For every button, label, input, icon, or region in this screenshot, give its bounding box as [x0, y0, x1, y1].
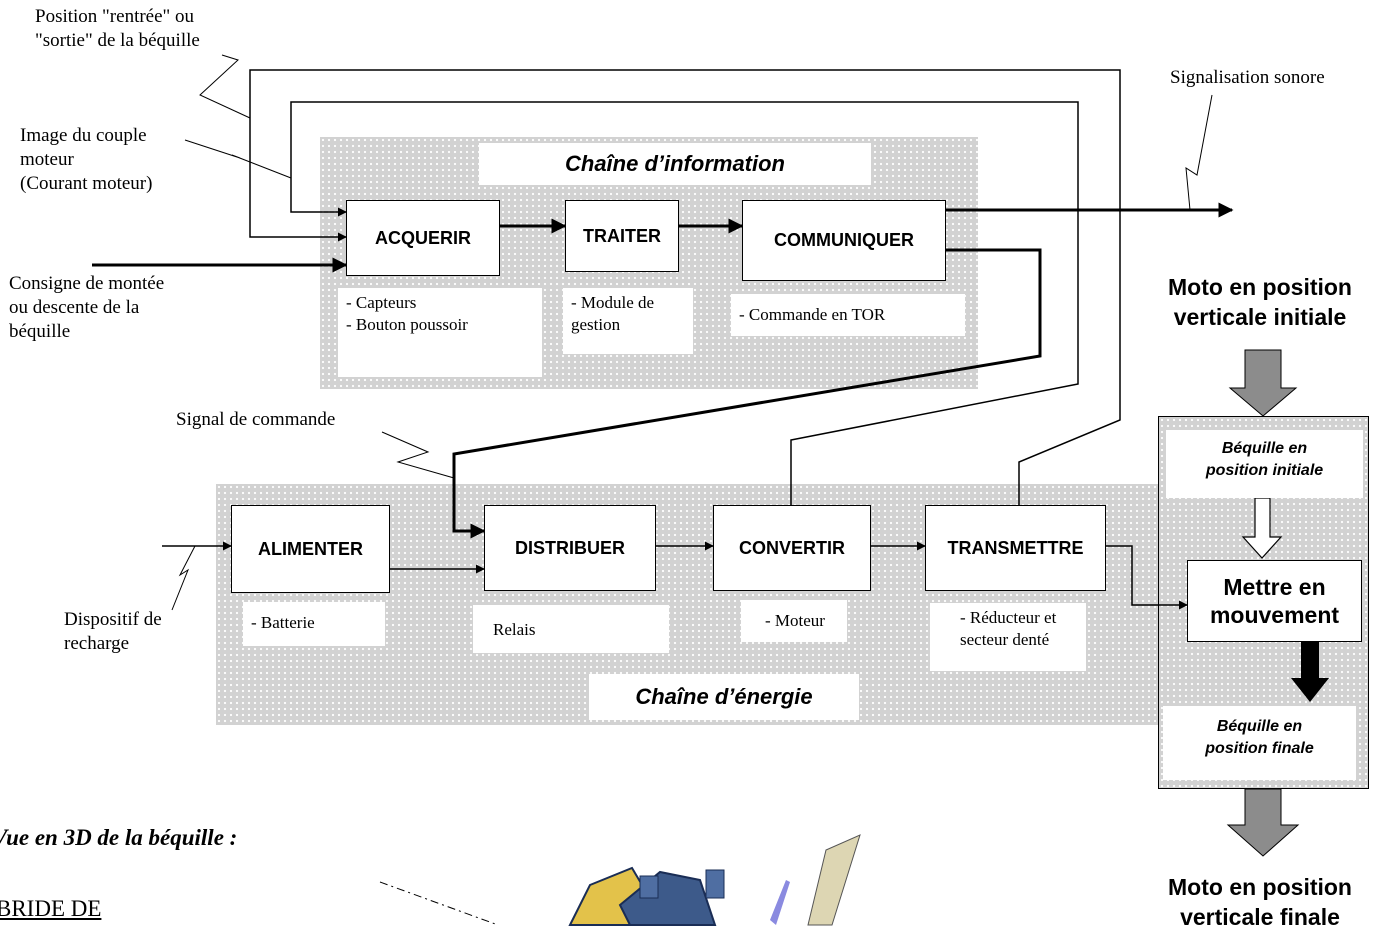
leader-recharge — [171, 545, 196, 611]
block-acquerir: ACQUERIR — [346, 200, 500, 276]
information-chain-title: Chaîne d’information — [479, 143, 871, 185]
block-transmettre: TRANSMETTRE — [925, 505, 1106, 591]
block-traiter: TRAITER — [565, 200, 679, 272]
dashdot-line — [379, 881, 499, 926]
feedback-couple-line — [290, 101, 1079, 505]
3d-bequille-image — [568, 834, 861, 926]
signal-commande-label: Signal de commande — [176, 409, 336, 430]
note-communiquer: - Commande en TOR — [731, 294, 965, 336]
note-acquerir: - Capteurs - Bouton poussoir — [338, 288, 542, 377]
energy-chain-title: Chaîne d’énergie — [589, 674, 859, 720]
note-transmettre: - Réducteur et secteur denté — [930, 603, 1086, 671]
leader-signalisation — [1185, 94, 1213, 211]
initial-down-arrow — [1228, 349, 1298, 417]
position-bequille-label: Position "rentrée" ou "sortie" de la béq… — [35, 6, 200, 51]
note-convertir: - Moteur — [741, 600, 847, 642]
leader-position — [199, 54, 251, 119]
moto-final-label: Moto en position verticale finale — [1168, 874, 1352, 930]
block-communiquer: COMMUNIQUER — [742, 200, 946, 281]
feedback-position-line — [249, 69, 1121, 505]
block-convertir: CONVERTIR — [713, 505, 871, 591]
note-alimenter: - Batterie — [243, 602, 385, 646]
transmettre-action-line — [1106, 545, 1188, 610]
vue-3d-heading: Vue en 3D de la béquille : — [0, 825, 238, 850]
signal-commande-line — [452, 248, 1042, 539]
leader-couple — [184, 139, 292, 179]
block-distribuer: DISTRIBUER — [484, 505, 656, 591]
hollow-down-arrow — [1241, 497, 1283, 559]
consigne-label: Consigne de montée ou descente de la béq… — [9, 273, 165, 342]
bequille-initial-label: Béquille en position initiale — [1166, 430, 1363, 498]
image-couple-label: Image du couple moteur (Courant moteur) — [20, 125, 153, 194]
bride-label: BRIDE DE — [0, 896, 102, 921]
moto-initial-label: Moto en position verticale initiale — [1168, 274, 1352, 330]
note-traiter: - Module de gestion — [563, 288, 693, 354]
dispositif-label: Dispositif de recharge — [64, 609, 162, 654]
bequille-final-label: Béquille en position finale — [1163, 706, 1356, 780]
final-down-arrow — [1226, 788, 1300, 857]
mettre-en-mouvement-box: Mettre en mouvement — [1187, 560, 1362, 642]
leader-signal-commande — [381, 431, 455, 479]
note-distribuer: Relais — [473, 605, 669, 653]
black-down-arrow — [1291, 640, 1329, 702]
signalisation-label: Signalisation sonore — [1170, 67, 1325, 88]
block-alimenter: ALIMENTER — [231, 505, 390, 593]
